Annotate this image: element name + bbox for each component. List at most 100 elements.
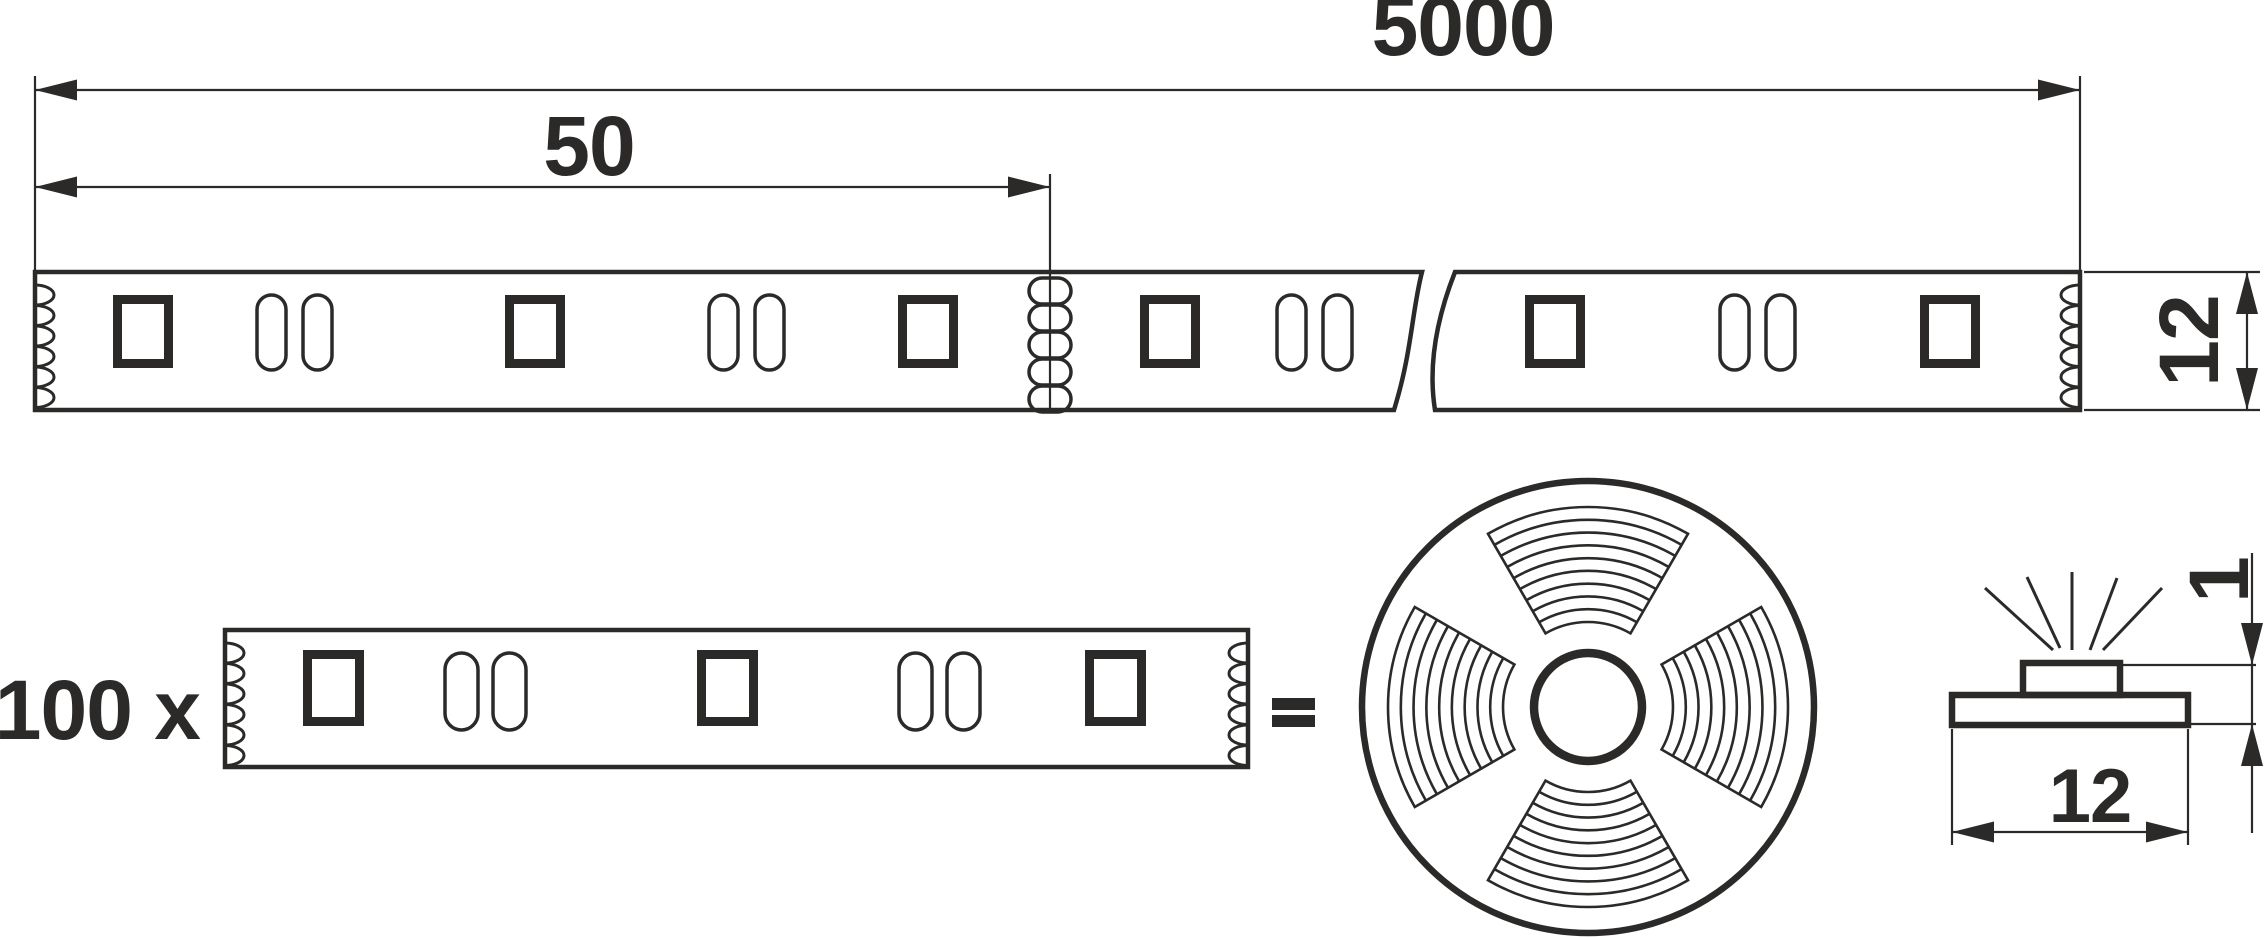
reel-strip-winding-arc — [1538, 790, 1638, 807]
reel-strip-winding-arc — [1519, 569, 1657, 591]
profile-base-width-value: 12 — [2049, 754, 2132, 839]
solder-scallop — [2059, 386, 2081, 409]
arrowhead-up-icon — [2236, 272, 2258, 314]
solder-scallop — [1227, 662, 1249, 685]
resistor-pad — [1321, 293, 1354, 372]
reel-strip-winding-arc — [1493, 867, 1683, 896]
solder-scallop — [2059, 304, 2081, 327]
resistor-pad — [1764, 293, 1797, 372]
arrowhead-right-icon — [2038, 79, 2080, 101]
led-chip — [898, 295, 958, 368]
light-ray-icon — [2101, 586, 2164, 652]
resistor-pad — [707, 293, 740, 372]
arrowhead-left-icon — [35, 79, 77, 101]
arrowhead-right-icon — [2146, 821, 2188, 843]
reel-wedge-outline — [1486, 778, 1690, 909]
solder-scallop — [224, 723, 246, 747]
arrowhead-right-icon — [1008, 176, 1050, 198]
strip-segment-view — [222, 627, 1251, 770]
led-chip — [1085, 650, 1146, 726]
light-rays — [1983, 572, 2164, 652]
segment-multiplier-label: 100 x — [0, 663, 201, 757]
solder-scallop — [224, 662, 246, 685]
strip-left-segment-outline — [32, 269, 1425, 413]
cross-section-view: 1 12 — [1948, 553, 2264, 845]
arrowhead-left-icon — [1952, 821, 1994, 843]
led-chip — [1140, 295, 1200, 368]
reel-strip-winding-arc — [1506, 845, 1670, 870]
reel-strip-winding-arc — [1500, 531, 1676, 558]
arrowhead-left-icon — [35, 176, 77, 198]
reel-flange-circle — [1358, 477, 1818, 937]
strip-right-segment-outline — [1430, 269, 2083, 413]
solder-scallop — [34, 386, 56, 409]
reel-strip-winding-arc — [1519, 823, 1657, 845]
cut-hole — [1027, 384, 1073, 414]
reel-wound-strip-wedges — [1386, 505, 1790, 909]
dimension-profile-height: 1 — [2120, 553, 2264, 833]
resistor-pad — [753, 293, 786, 372]
strip-width-value: 12 — [2142, 295, 2236, 386]
dimension-overall-length: 5000 — [33, 0, 2082, 270]
resistor-pad — [255, 293, 288, 372]
profile-height-value: 1 — [2172, 557, 2264, 603]
reel-strip-winding-arc — [1450, 638, 1472, 776]
reel-hub-circle — [1529, 648, 1647, 766]
solder-scallop — [1227, 723, 1249, 747]
solder-scallop — [224, 744, 246, 767]
solder-scallop — [2059, 324, 2081, 348]
reel-strip-winding-arc — [1715, 631, 1739, 783]
resistor-pad — [945, 651, 982, 732]
reel-strip-winding-arc — [1525, 812, 1651, 832]
led-chip — [303, 650, 364, 726]
strip-segment-components — [224, 641, 1249, 767]
equals-sign — [1272, 698, 1315, 727]
resistor-pad — [301, 293, 334, 372]
reel-strip-winding-arc — [1463, 644, 1483, 770]
led-chip — [505, 295, 565, 368]
light-ray-icon — [2025, 576, 2062, 649]
reel-strip-winding-arc — [1506, 544, 1670, 569]
led-chip — [113, 295, 173, 368]
reel-strip-winding-arc — [1493, 518, 1683, 547]
cut-segment-length-value: 50 — [543, 99, 634, 193]
solder-scallop — [34, 304, 56, 327]
equals-bar-top — [1272, 698, 1315, 710]
reel-strip-winding-arc — [1726, 625, 1751, 789]
solder-scallop — [34, 283, 56, 307]
solder-scallop — [1227, 744, 1249, 767]
resistor-pad — [443, 651, 480, 732]
overall-length-value: 5000 — [1372, 0, 1555, 73]
solder-scallop — [2059, 345, 2081, 368]
reel-strip-winding-arc — [1525, 582, 1651, 602]
reel-wedge-outline — [1486, 505, 1690, 636]
arrowhead-up-icon — [2241, 724, 2263, 766]
segment-outline — [222, 627, 1251, 770]
reel-top-view — [1358, 477, 1818, 937]
reel-strip-winding-arc — [1532, 595, 1644, 613]
solder-scallop — [34, 345, 56, 368]
reel-strip-winding-arc — [1500, 856, 1676, 883]
solder-scallop — [1227, 641, 1249, 665]
reel-strip-winding-arc — [1412, 619, 1439, 795]
strip-top-view — [32, 174, 2083, 414]
dimension-profile-width: 12 — [1950, 729, 2190, 845]
reel-strip-winding-arc — [1488, 657, 1505, 757]
reel-strip-winding-arc — [1425, 625, 1450, 789]
led-chip — [697, 650, 758, 726]
reel-strip-winding-arc — [1437, 631, 1461, 783]
solder-scallop — [224, 703, 246, 726]
solder-scallop — [1227, 682, 1249, 706]
led-chip — [1525, 295, 1585, 368]
reel-strip-winding-arc — [1671, 657, 1688, 757]
reel-wedge-outline — [1386, 605, 1517, 809]
strip-base-profile — [1948, 691, 2192, 729]
strip-top-components — [34, 276, 2081, 414]
solder-scallop — [224, 682, 246, 706]
solder-scallop — [34, 324, 56, 348]
resistor-pad — [491, 651, 528, 732]
dimension-strip-width: 12 — [2084, 270, 2260, 412]
reel-strip-winding-arc — [1538, 607, 1638, 624]
